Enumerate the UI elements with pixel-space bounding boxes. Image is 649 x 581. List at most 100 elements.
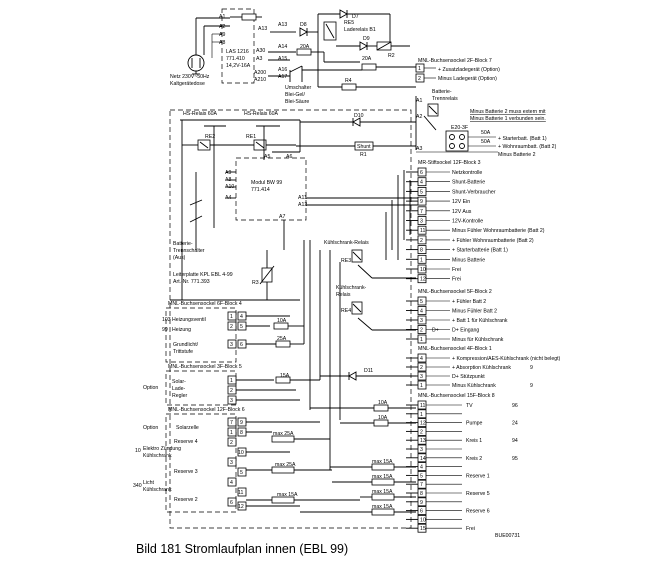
block2-pin-number: 5 [420,299,423,305]
block1-rows: 4+ Kompression/AES-Kühlschrank (nicht be… [406,353,561,390]
pin-a9: A9 [219,32,225,38]
pin-a15: A15 [278,56,287,62]
block2-pin-number: 4 [420,309,423,315]
max15a-3: max 15A [372,474,393,480]
d7-label: D7 [352,14,359,20]
solar-label-3: Regler [172,393,188,399]
elektro-label-1: Elektro Zündung [143,446,181,452]
b4-pin-2: 2 [230,324,233,330]
pin-a7: A7 [279,214,285,220]
block8-label: Kreis 2 [466,456,482,462]
max15a-4: max 15A [372,489,393,495]
block4-section: MNL-Buchsensockel 6F-Block 4 103 Heizung… [162,301,304,363]
e20-item-1: + Starterbatt. (Batt 1) [498,136,547,142]
block3-label: Netzkontrolle [452,170,482,176]
battery-cutoff: Batterie- Trennschalter (Aus) Leiterplat… [170,241,300,301]
battery-switch-2: Trennrelais [432,96,458,102]
solar-label-2: Lade- [172,386,186,392]
elektro-label-2: Kühlschrank [143,453,172,459]
e20-amp-2: 50A [481,139,491,145]
block3-row: 12 Frei [406,274,461,284]
power-input-line1: Netz 230V~50Hz [170,74,210,80]
block3-pin-number: 9 [420,199,423,205]
block3-label: 12V-Kontrolle [452,219,483,225]
socket-12f-3-label: MR-Stiftsockel 12F-Block 3 [418,160,481,166]
las-charger-section: Netz 230V~50Hz Kaltgerätedose A1 A2 A9 A… [170,8,262,87]
block8-row: 4 [406,462,462,472]
figure-caption: Bild 181 Stromlaufplan innen (EBL 99) [136,542,348,556]
board-label: Leiterplatte KPL EBL 4-99 [173,272,233,278]
block8-label: Pumpe [466,421,483,427]
b6-pin-7: 7 [230,420,233,426]
block2-label: + Fühler Batt 2 [452,299,486,305]
diagram-code: BUE00731 [495,533,520,539]
module-bw99: A9 A8 A10 A4 Modul BW 99 771.414 A11 A12… [189,170,420,250]
b6-pin-2: 2 [230,440,233,446]
b4-pin-6: 6 [240,342,243,348]
block3-pin-number: 12 [420,277,426,283]
battery-cut-label-3: (Aus) [173,255,186,261]
switch-label-3: Blei-Säure [285,99,309,105]
pin-a140: A13 [258,26,267,32]
b4-pin-1: 1 [230,314,233,320]
e20-label: E20-3F [451,125,468,131]
block1-label: + Absorption Kühlschrank [452,365,511,371]
block8-label: Reserve 5 [466,491,490,497]
minus-note-2: Minus Batterie 1 verbunden sein. [470,116,546,122]
re5-desc: Laderelais B1 [344,27,376,33]
block3-row: 2+ Fühler Wohnraumbatterie (Batt 2) [406,235,534,245]
r2-label: R2 [388,53,395,59]
block1-pin-number: 3 [420,374,423,380]
hs-relay-60a-2: HS-Relais 60A [244,111,279,117]
block5-section: MNL-Buchsensockel 3F-Block 5 Option Sola… [143,364,320,406]
pin-a16: A16 [278,67,287,73]
block1-pin-number: 2 [420,365,423,371]
block3-pin-number: 1 [420,257,423,263]
block3-label: Frei [452,277,461,283]
pin-a5: A5 [264,154,270,160]
block3-label: 12V Ein [452,199,470,205]
block8-pin-number: 12 [420,421,426,427]
b7-pin-1: 1 [418,66,421,72]
block8-code: 95 [512,456,518,462]
block1-row: 2 + Absorption Kühlschrank [406,362,511,372]
block1-extra-number: 9 [530,365,533,371]
hs-relay-60a-1: HS-Relais 60A [183,111,218,117]
block3-pin-number: 11 [420,228,425,234]
re5-label: RE5 [344,20,354,26]
b4-pin-3: 3 [230,342,233,348]
pin-a3: A3 [256,56,262,62]
block3-label: Shunt-Verbraucher [452,189,496,195]
b6-pin-4: 4 [230,480,233,486]
block8-row: 7 [406,479,462,489]
block8-pin-number: 8 [420,491,423,497]
block2-row: 5 + Fühler Batt 2 [406,296,486,306]
fuse-20a-1: 20A [300,44,310,50]
block8-pin-number: 10 [420,517,426,523]
r3-label: R3 [252,280,259,286]
b5-pin-1: 1 [230,378,233,384]
block8-label: Reserve 6 [466,509,490,515]
b6-pin-11: 11 [238,490,243,496]
shunt-label: Shunt [357,144,371,150]
b4-pin-5: 5 [240,324,243,330]
re3-label: RE3 [341,258,351,264]
pin-a3-right: A3 [416,146,422,152]
battery-switch-1: Batterie- [432,89,452,95]
pin-a210: A210 [254,77,266,83]
battery-cut-label-1: Batterie- [173,241,193,247]
board-boundary [169,109,412,529]
block3-pin-number: 3 [420,219,423,225]
block3-pin-number: 10 [420,267,426,273]
grundlicht-label-1: Grundlicht/ [173,342,199,348]
